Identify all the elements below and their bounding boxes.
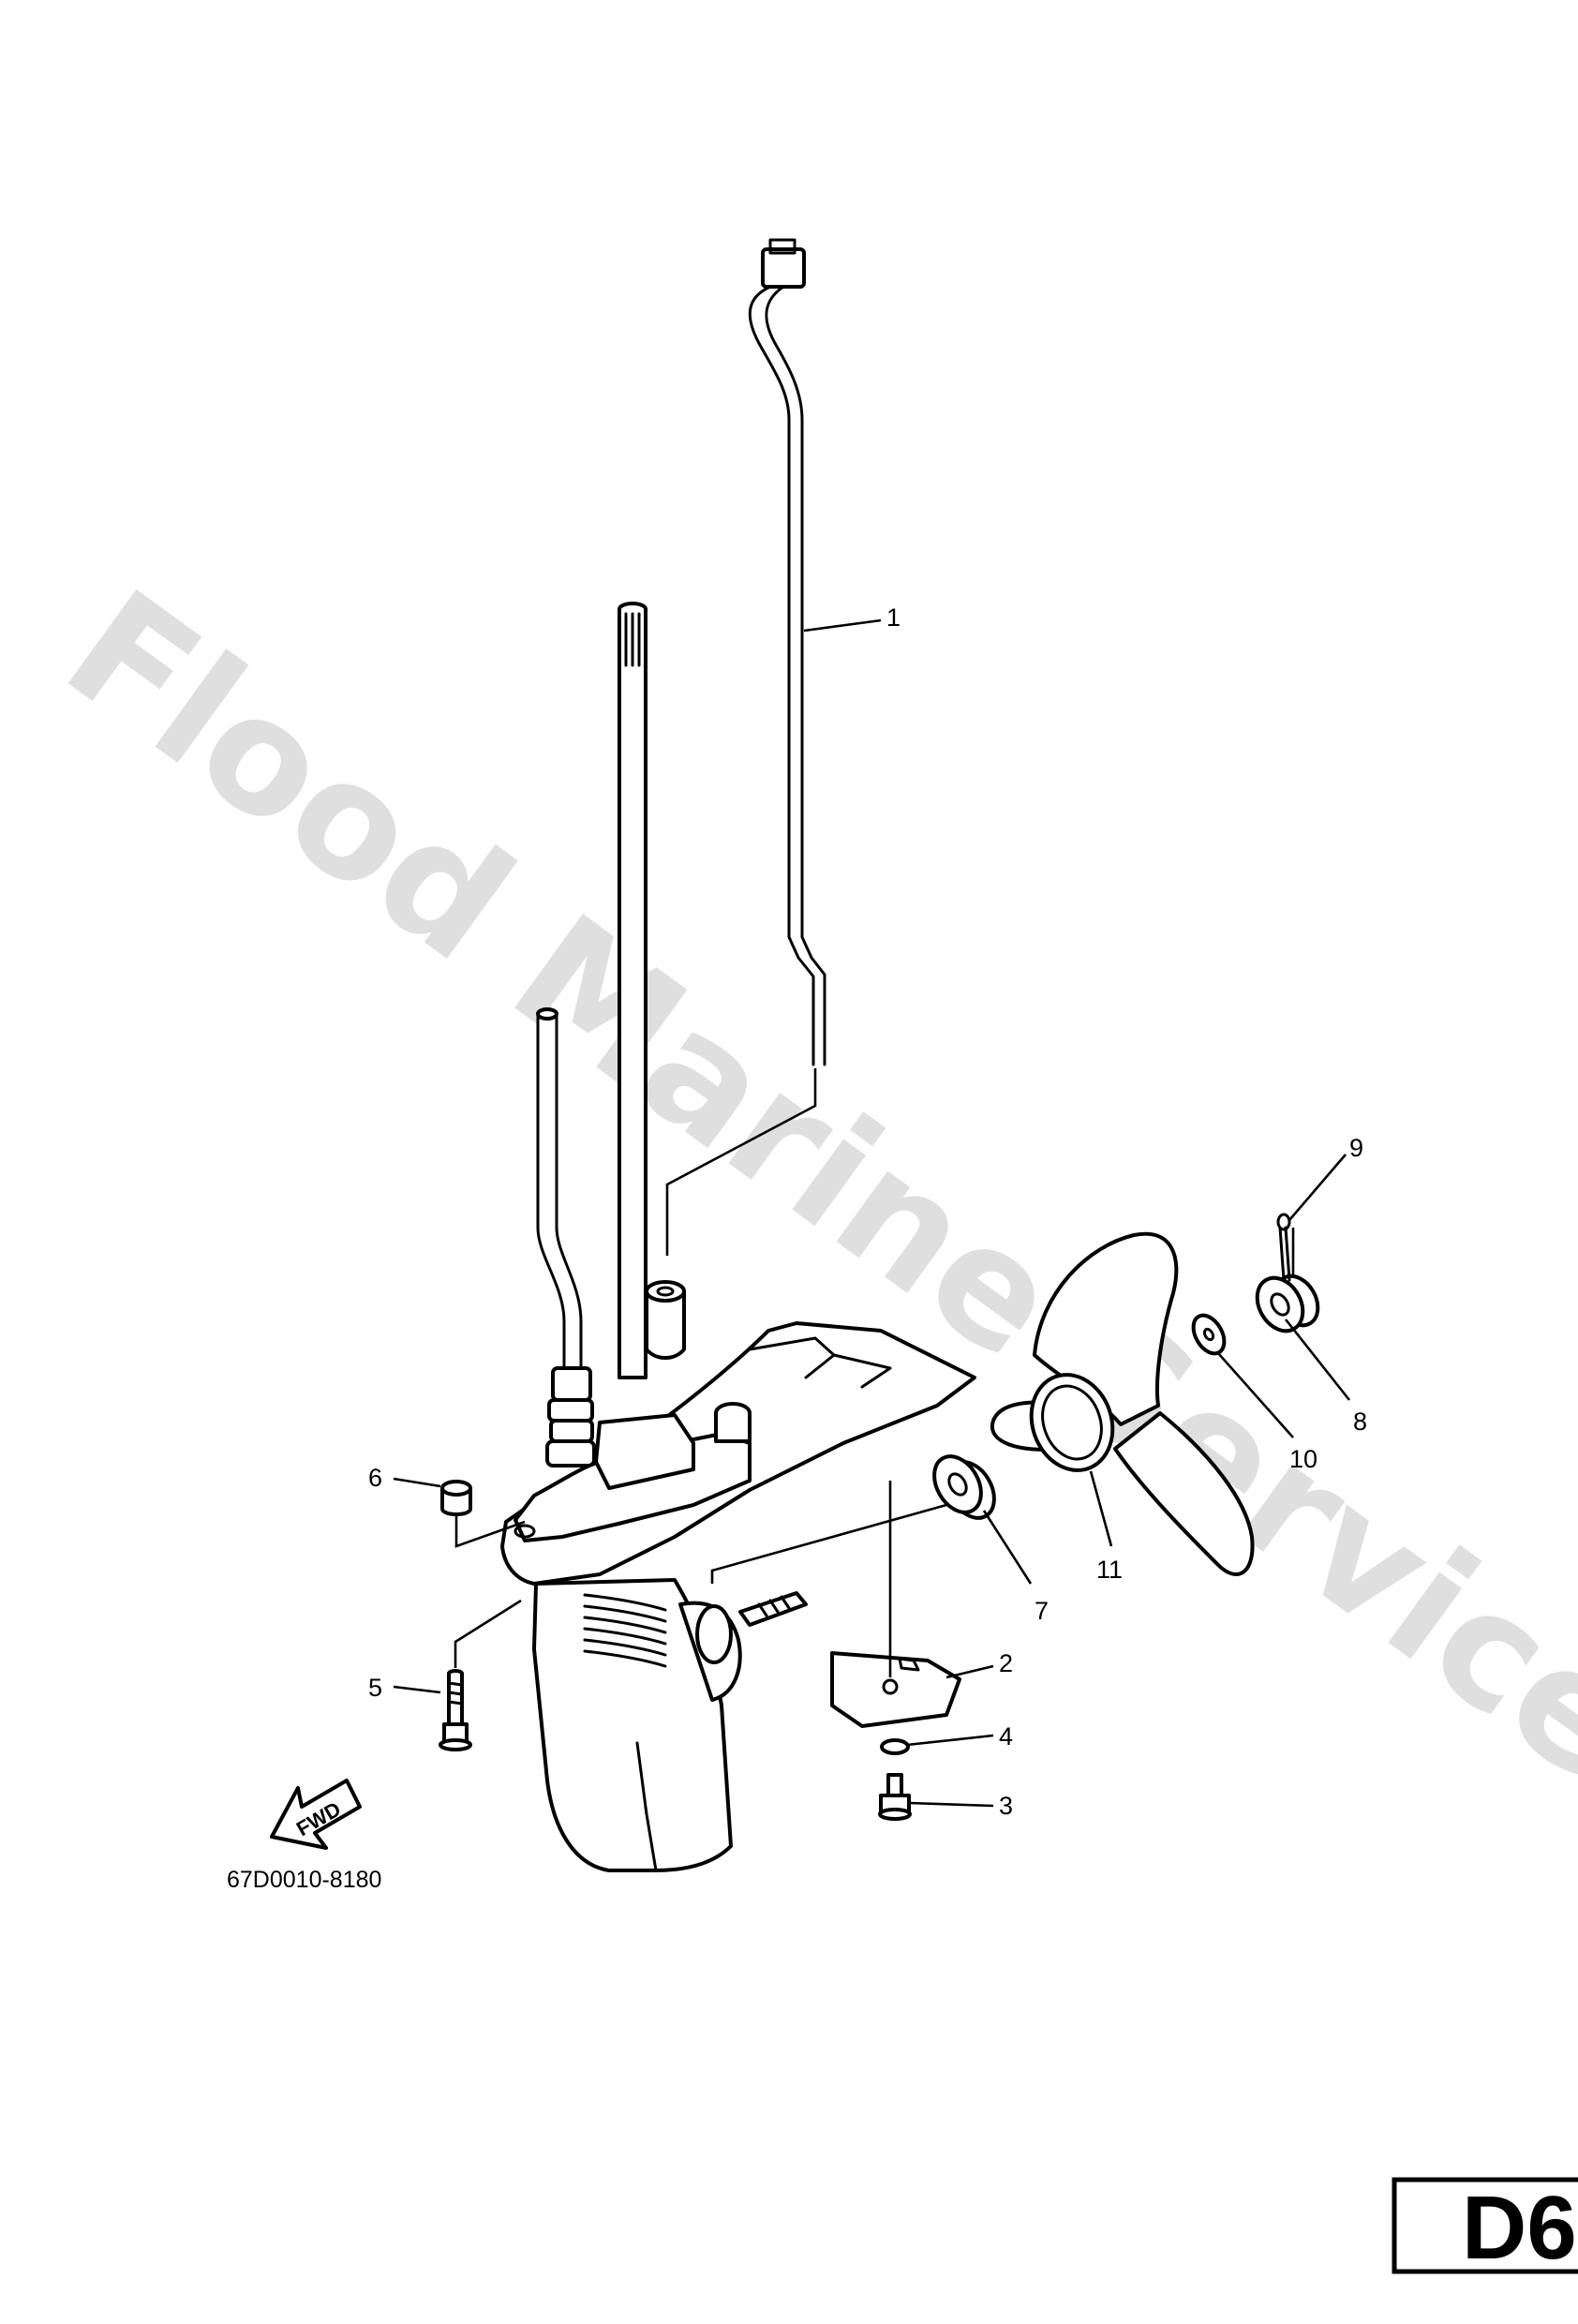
callout-2: 2 <box>999 1649 1013 1677</box>
callout-5: 5 <box>368 1674 382 1702</box>
page-tab: D6 <box>1392 2177 1578 2278</box>
part-6-collar <box>440 1480 472 1516</box>
part-2-anode <box>830 1651 961 1728</box>
diagram-code: 67D0010-8180 <box>227 1867 381 1893</box>
assembly-guide-lines <box>454 1068 1295 1677</box>
part-7-thrust-washer <box>932 1454 996 1520</box>
callout-1: 1 <box>886 603 901 632</box>
part-4-washer <box>880 1738 910 1755</box>
callout-4: 4 <box>999 1722 1013 1750</box>
callout-11: 11 <box>1096 1556 1123 1584</box>
page-tab-label: D6 <box>1462 2178 1577 2278</box>
callout-8: 8 <box>1353 1408 1367 1436</box>
callout-9: 9 <box>1349 1134 1363 1162</box>
part-9-cotter-pin <box>1276 1213 1291 1282</box>
part-11-propeller <box>990 1231 1255 1576</box>
part-8-nut <box>1255 1274 1320 1333</box>
fwd-arrow: FWD <box>270 1779 362 1850</box>
shift-rod <box>536 1007 596 1467</box>
callout-7: 7 <box>1035 1597 1049 1625</box>
water-tube-fitting <box>645 1280 686 1360</box>
lower-unit-housing <box>500 1321 976 1872</box>
part-1-hose <box>748 238 826 1066</box>
drive-shaft <box>618 602 648 1379</box>
callout-3: 3 <box>999 1792 1013 1820</box>
callout-numbers: 1 2 3 4 5 6 7 8 9 10 11 <box>368 603 1367 1820</box>
part-3-bolt <box>878 1773 912 1821</box>
part-10-washer <box>1191 1313 1227 1356</box>
callout-leaders <box>393 618 1351 1808</box>
callout-10: 10 <box>1289 1445 1317 1473</box>
callout-6: 6 <box>368 1464 382 1492</box>
watermark-text: Flood Marine Services <box>34 556 1578 1872</box>
part-5-bolt <box>439 1669 472 1751</box>
